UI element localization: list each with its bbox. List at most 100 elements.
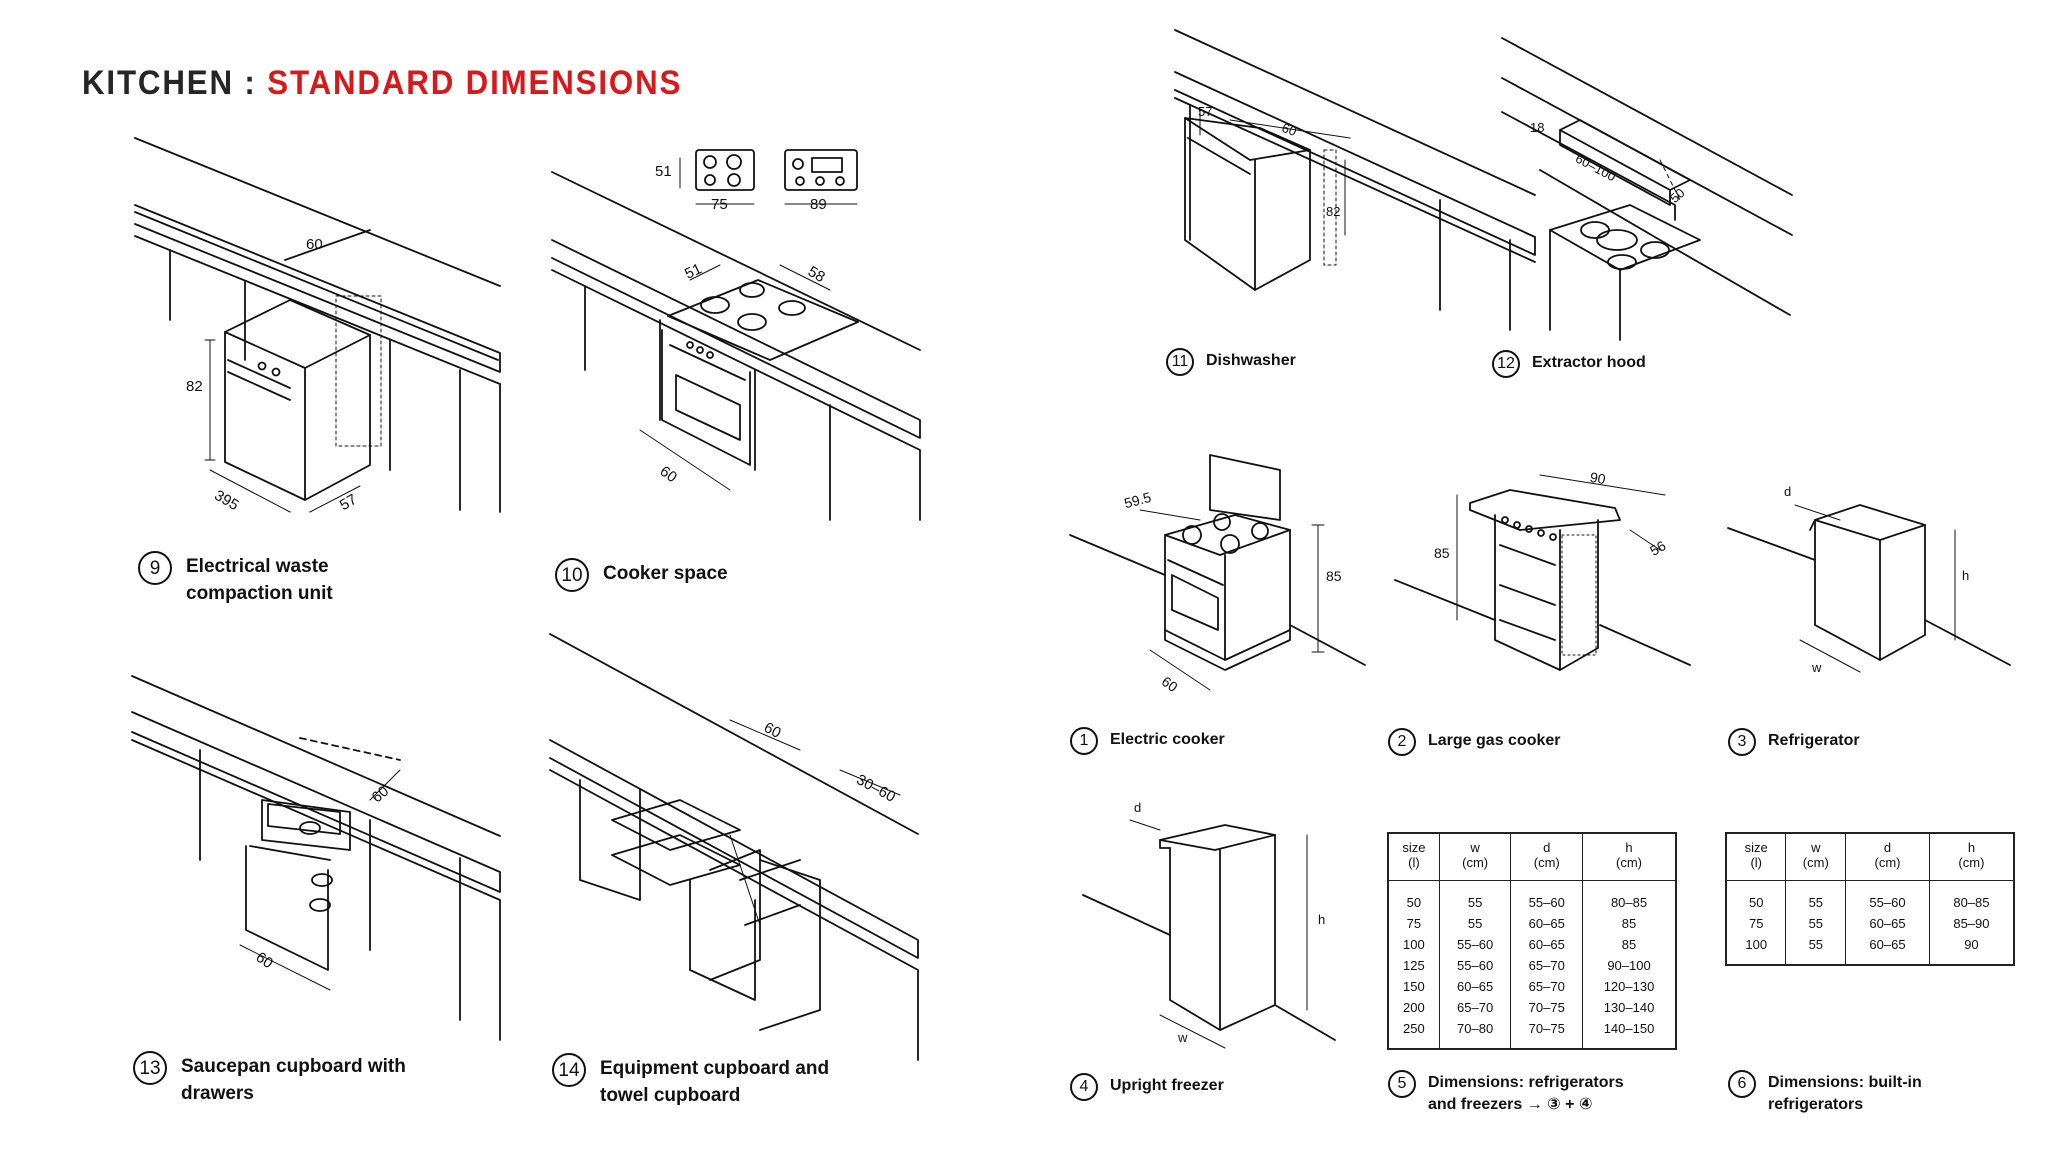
table-6-header-size: size(l) xyxy=(1726,833,1786,881)
figure-9-label-line1: Electrical waste xyxy=(186,556,329,577)
figure-2-label: Large gas cooker xyxy=(1428,732,1561,749)
figure-5-label-line1: Dimensions: refrigerators xyxy=(1428,1074,1624,1091)
fig3-dim-depth: d xyxy=(1784,484,1792,499)
figure-10-caption: 10 Cooker space xyxy=(555,558,728,592)
figure-14-label-line1: Equipment cupboard and xyxy=(600,1058,830,1079)
figure-12-number: 12 xyxy=(1492,350,1520,378)
table-cell: 75 xyxy=(1406,916,1422,931)
table-cell: 85–90 xyxy=(1928,913,2014,934)
figure-11-label: Dishwasher xyxy=(1206,352,1296,369)
fig10-dim-hob-depth: 51 xyxy=(655,163,672,180)
fig9-dim-height: 82 xyxy=(186,378,203,395)
figure-3-drawing xyxy=(1727,504,2011,673)
fig3-dim-width: w xyxy=(1812,660,1822,675)
figure-14-label: Equipment cupboard and towel cupboard xyxy=(600,1055,829,1109)
figure-5-label: Dimensions: refrigerators and freezers →… xyxy=(1428,1072,1624,1116)
figure-3-caption: 3 Refrigerator xyxy=(1728,728,1860,756)
table-cell: 70–80 xyxy=(1438,1018,1511,1049)
table-cell: 250 xyxy=(1403,1021,1425,1036)
figure-13-caption: 13 Saucepan cupboard with drawers xyxy=(133,1051,406,1107)
figure-4-number: 4 xyxy=(1070,1073,1098,1101)
figure-13-label-line1: Saucepan cupboard with xyxy=(181,1056,406,1077)
figure-2-number: 2 xyxy=(1388,728,1416,756)
figure-11-drawing xyxy=(1174,29,1536,331)
table-cell: 120–130 xyxy=(1582,976,1676,997)
table-cell: 55 xyxy=(1438,880,1511,913)
figure-3-number: 3 xyxy=(1728,728,1756,756)
figure-1-caption: 1 Electric cooker xyxy=(1070,727,1225,755)
table-cell: 65–70 xyxy=(1510,976,1583,997)
table-6-header-d: d(cm) xyxy=(1845,833,1930,881)
figure-10-label: Cooker space xyxy=(603,563,728,584)
figure-9-label: Electrical waste compaction unit xyxy=(186,553,333,607)
fig1-dim-height: 85 xyxy=(1326,568,1342,584)
fig10-dim-hob-width-large: 89 xyxy=(810,196,827,213)
fig12-dim-thickness: 18 xyxy=(1530,120,1545,135)
table-cell: 90 xyxy=(1928,934,2014,965)
fig4-dim-height: h xyxy=(1318,912,1326,927)
fig2-dim-width: 90 xyxy=(1588,468,1607,488)
figure-3-label: Refrigerator xyxy=(1768,732,1860,749)
figure-1-number: 1 xyxy=(1070,727,1098,755)
figure-9-caption: 9 Electrical waste compaction unit xyxy=(138,551,333,607)
figure-10-drawing xyxy=(551,149,921,521)
figure-1-drawing xyxy=(1069,454,1366,691)
figure-13-label-line2: drawers xyxy=(181,1083,254,1104)
table-cell: 100 xyxy=(1403,937,1425,952)
table-cell: 55–60 xyxy=(1438,955,1511,976)
table-cell: 70–75 xyxy=(1510,1018,1583,1049)
table-cell: 65–70 xyxy=(1438,997,1511,1018)
table-6-header-row: size(l) w(cm) d(cm) h(cm) xyxy=(1726,833,2014,881)
table-cell: 55–60 xyxy=(1510,880,1583,913)
table-cell: 60–65 xyxy=(1510,934,1583,955)
figure-1-label: Electric cooker xyxy=(1110,731,1225,748)
table-cell: 60–65 xyxy=(1438,976,1511,997)
fig11-dim-depth: 57 xyxy=(1198,104,1213,119)
table-6-header-w: w(cm) xyxy=(1785,833,1846,881)
table-cell: 60–65 xyxy=(1845,934,1930,965)
table-cell: 55–60 xyxy=(1438,934,1511,955)
fig11-dim-height: 82 xyxy=(1326,204,1341,219)
table-5-header-h: h(cm) xyxy=(1582,833,1676,881)
figure-12-caption: 12 Extractor hood xyxy=(1492,350,1646,378)
table-cell: 125 xyxy=(1403,958,1425,973)
fig2-dim-height: 85 xyxy=(1434,545,1450,561)
table-cell: 55 xyxy=(1438,913,1511,934)
figure-6-label-line2: refrigerators xyxy=(1768,1096,1864,1113)
figure-6-label-line1: Dimensions: built-in xyxy=(1768,1074,1922,1091)
figure-13-drawing xyxy=(131,675,501,1041)
table-cell: 80–85 xyxy=(1582,880,1676,913)
figure-5-number: 5 xyxy=(1388,1070,1416,1098)
fig3-dim-height: h xyxy=(1962,568,1970,583)
figure-14-drawing xyxy=(549,633,919,1061)
table-6-header-h: h(cm) xyxy=(1928,833,2014,881)
table-cell: 140–150 xyxy=(1582,1018,1676,1049)
table-cell: 50 xyxy=(1406,895,1422,910)
figure-13-number: 13 xyxy=(133,1051,167,1085)
figure-4-caption: 4 Upright freezer xyxy=(1070,1073,1224,1101)
figure-9-number: 9 xyxy=(138,551,172,585)
figure-12-drawing xyxy=(1501,37,1793,341)
table-cell: 80–85 xyxy=(1928,880,2014,913)
figure-4-drawing xyxy=(1082,819,1336,1049)
figure-9-drawing xyxy=(134,137,501,513)
figure-11-number: 11 xyxy=(1166,348,1194,376)
figure-9-label-line2: compaction unit xyxy=(186,583,333,604)
figure-6-number: 6 xyxy=(1728,1070,1756,1098)
table-cell: 55 xyxy=(1785,934,1846,965)
figure-6-label: Dimensions: built-in refrigerators xyxy=(1768,1072,1922,1116)
figure-5-label-line2: and freezers → ③ + ④ xyxy=(1428,1096,1593,1113)
table-5-header-size: size(l) xyxy=(1388,833,1440,881)
table-cell: 90–100 xyxy=(1582,955,1676,976)
table-cell: 70–75 xyxy=(1510,997,1583,1018)
figure-10-number: 10 xyxy=(555,558,589,592)
table-cell: 65–70 xyxy=(1510,955,1583,976)
fig4-dim-depth: d xyxy=(1134,800,1142,815)
figure-14-caption: 14 Equipment cupboard and towel cupboard xyxy=(552,1053,829,1109)
